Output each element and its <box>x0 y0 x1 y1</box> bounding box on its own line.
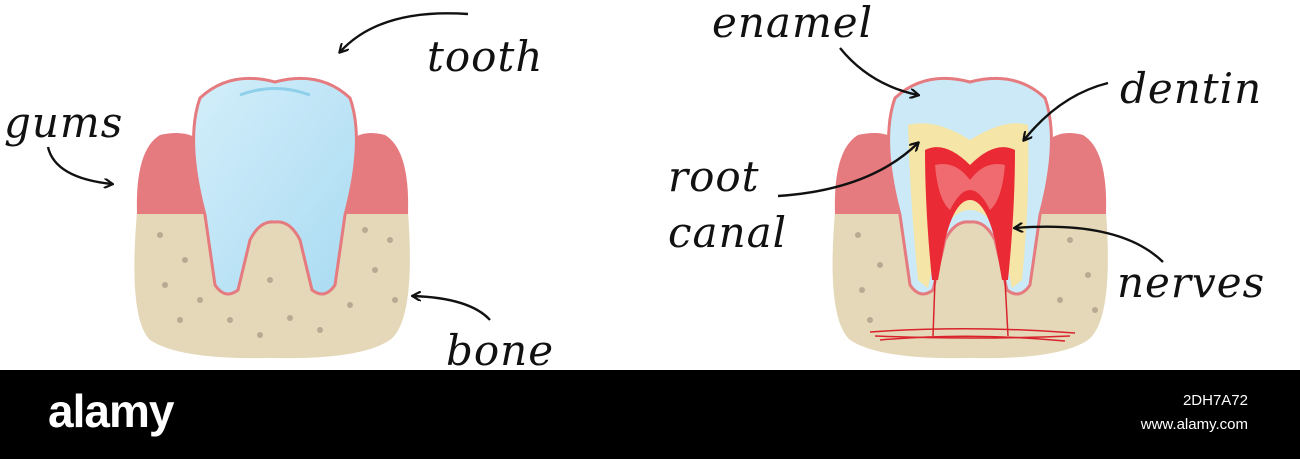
watermark-footer: alamy 2DH7A72 www.alamy.com <box>0 370 1300 459</box>
right-gum-right <box>1038 132 1107 214</box>
bone-dots-right <box>855 232 1098 323</box>
dentin-arrow <box>1024 81 1109 140</box>
enamel-label: enamel <box>712 0 874 47</box>
canal-label: canal <box>668 208 788 257</box>
annotation-arrows <box>46 12 1164 321</box>
enamel-arrow <box>839 47 918 95</box>
bone-dots <box>157 227 398 338</box>
bone-shape-right <box>832 212 1108 359</box>
site-url: www.alamy.com <box>1140 416 1248 433</box>
pulp-inner <box>935 164 1005 210</box>
dentin-label: dentin <box>1120 64 1263 113</box>
right-tooth-illustration <box>832 76 1108 359</box>
left-tooth-body <box>192 76 358 296</box>
tooth-arrow <box>340 12 469 52</box>
brand-logo: alamy <box>48 385 174 437</box>
tooth-label: tooth <box>427 32 544 81</box>
left-gum <box>136 132 210 214</box>
bone-shape <box>134 212 410 359</box>
bone-arrow <box>413 296 491 321</box>
left-tooth-illustration <box>134 76 410 359</box>
nerves-label: nerves <box>1117 258 1266 307</box>
root-label: root <box>668 152 760 201</box>
tooth-anatomy-diagram <box>46 12 1164 359</box>
image-id: 2DH7A72 <box>1182 392 1248 409</box>
bone-label: bone <box>446 326 555 375</box>
root-canal-arrow <box>777 143 918 198</box>
tooth-crown-highlight <box>239 87 311 97</box>
nerves-arrow <box>1015 227 1164 263</box>
gums-arrow <box>46 146 112 184</box>
gums-label: gums <box>4 98 124 147</box>
nerve-lines <box>869 279 1076 342</box>
